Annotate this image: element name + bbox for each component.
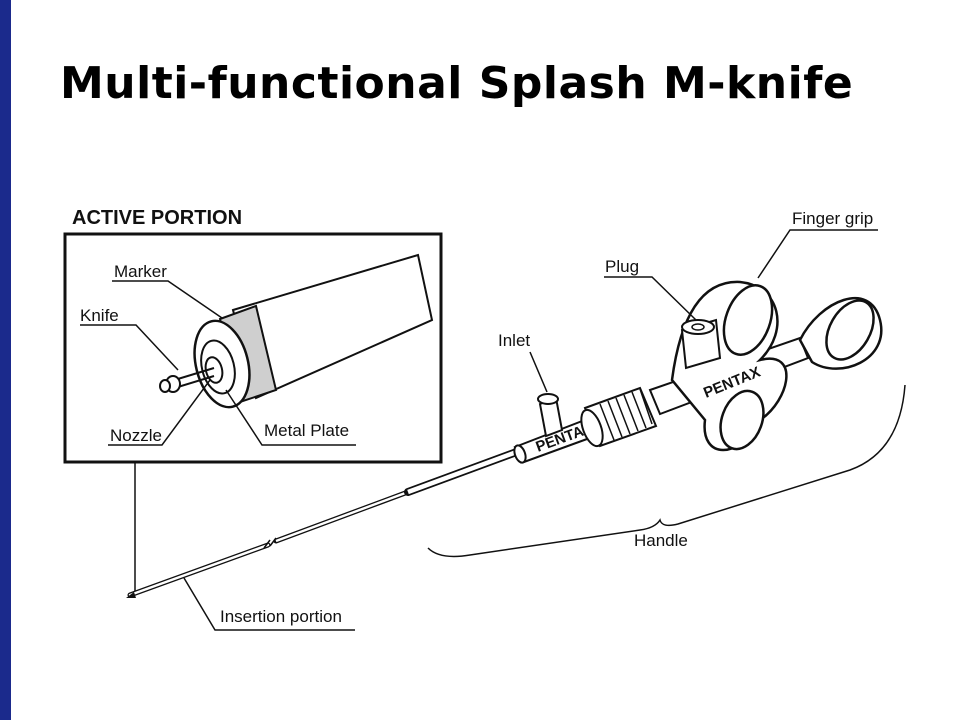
nozzle-label: Nozzle — [110, 426, 162, 445]
metal-plate-leader — [225, 389, 356, 446]
marker-label: Marker — [114, 262, 167, 281]
marker-leader — [112, 280, 223, 319]
slide-title: Multi-functional Splash M-knife — [60, 58, 854, 109]
inset-heading: ACTIVE PORTION — [72, 207, 242, 229]
knife-leader — [80, 324, 179, 371]
plug-leader — [604, 276, 697, 321]
handle-brace — [427, 384, 906, 558]
inlet-port — [537, 393, 559, 405]
active-portion-closeup — [159, 253, 434, 409]
thumb-ring — [798, 297, 883, 370]
inlet-label: Inlet — [498, 331, 530, 350]
metal-plate-label: Metal Plate — [264, 421, 349, 440]
plug — [680, 318, 722, 370]
knife-label: Knife — [80, 306, 119, 325]
insertion-portion-label: Insertion portion — [220, 607, 342, 626]
knurled-knob — [580, 386, 658, 448]
insertion-portion-leader — [183, 577, 355, 631]
finger-grip-leader — [757, 229, 878, 279]
handle-label: Handle — [634, 531, 688, 550]
inlet-leader — [529, 351, 548, 393]
plug-label: Plug — [605, 257, 639, 276]
insertion-portion — [126, 446, 526, 598]
finger-grip-label: Finger grip — [792, 209, 873, 228]
slide-accent-bar — [0, 0, 11, 720]
nozzle-leader — [108, 379, 211, 446]
